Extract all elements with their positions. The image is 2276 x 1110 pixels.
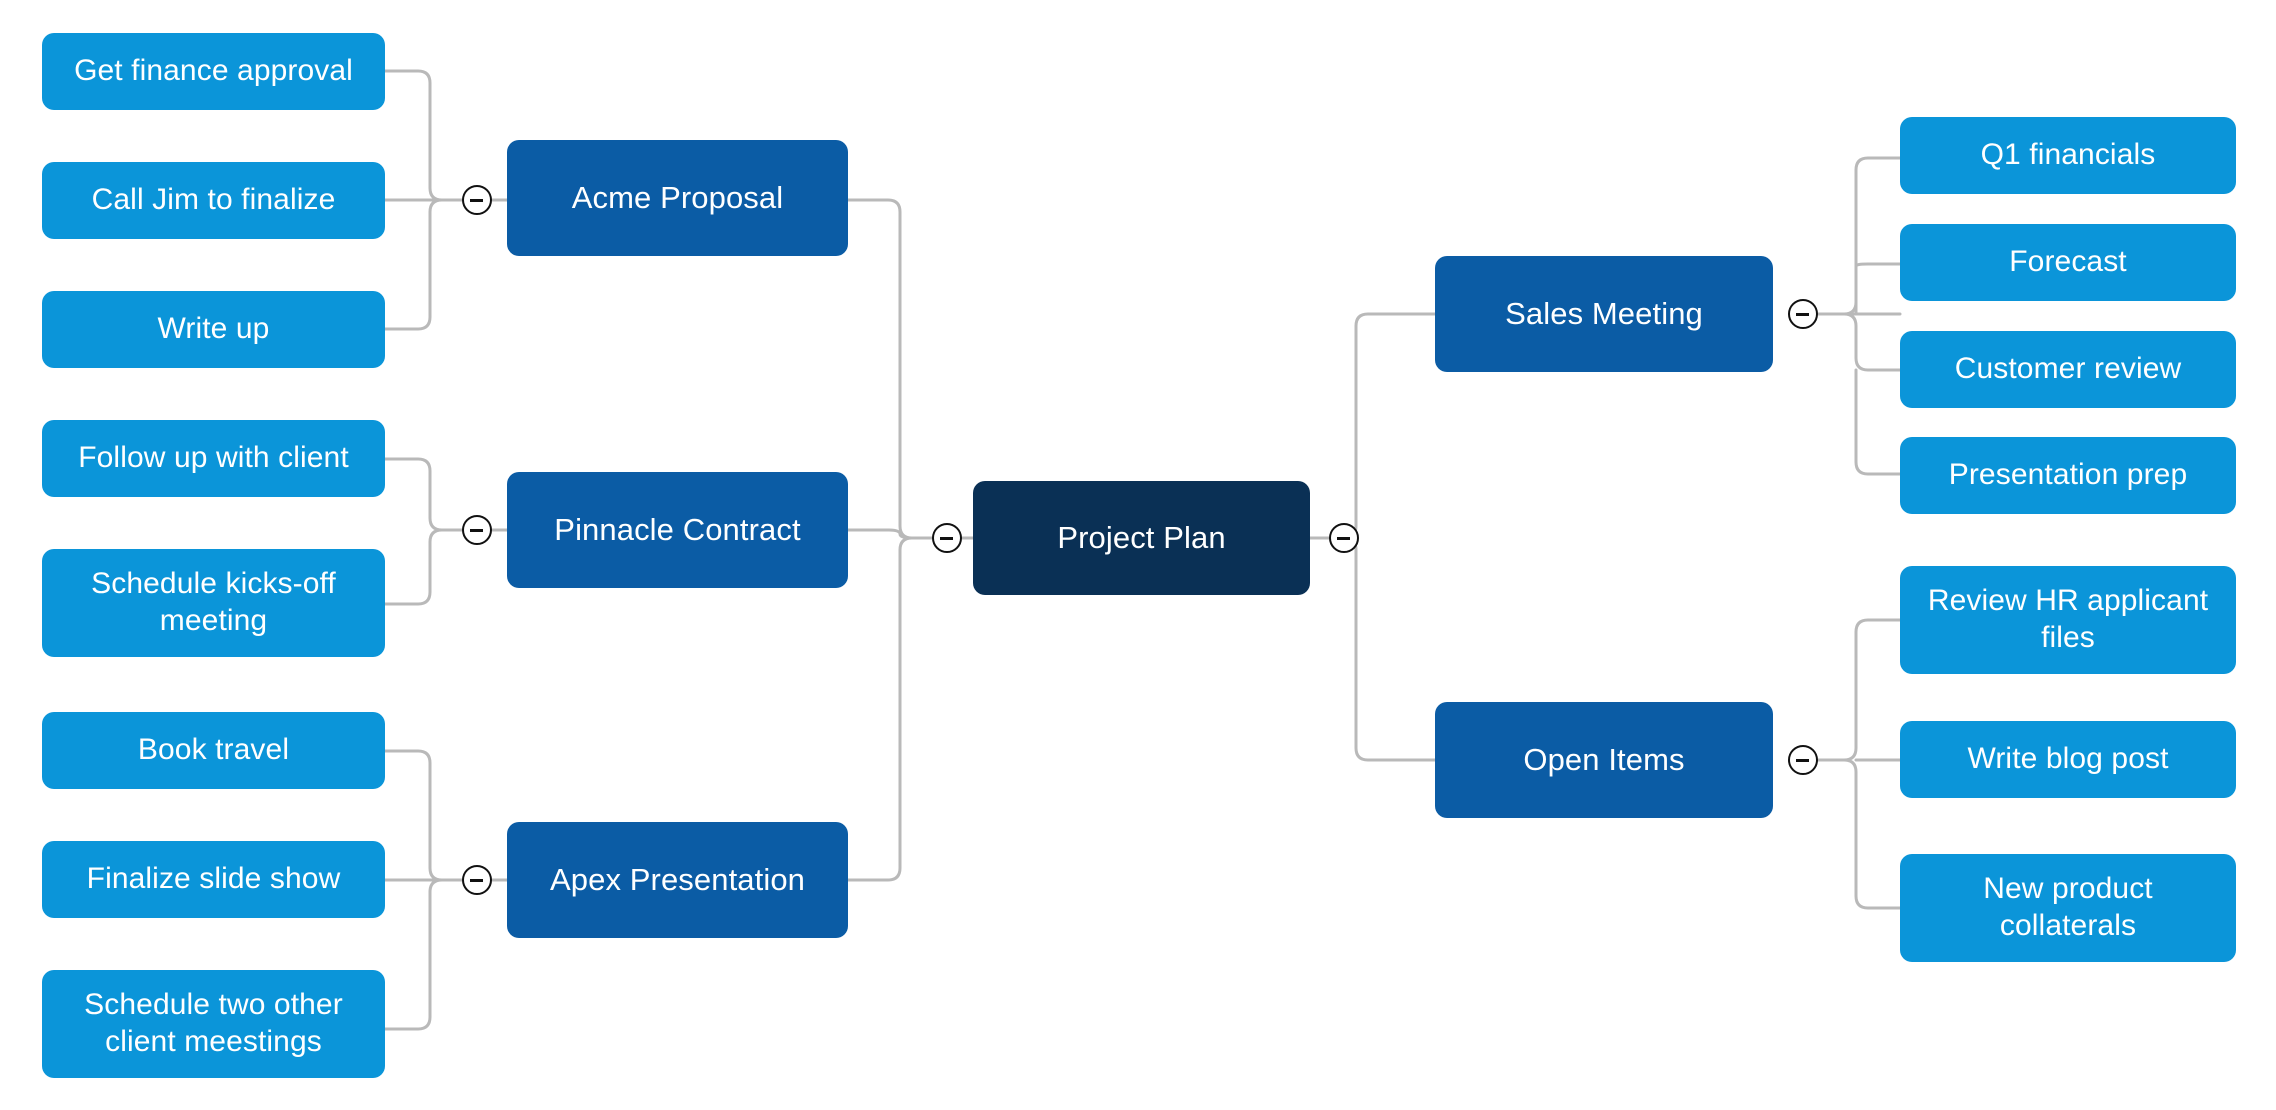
edge-root-apex [846, 536, 934, 882]
leaf-node-book-travel[interactable]: Book travel [42, 712, 385, 789]
root-node-project-plan[interactable]: Project Plan [973, 481, 1310, 595]
collapse-minus-circle-icon-acme[interactable] [462, 185, 492, 215]
edge-open-new-product [1801, 758, 1902, 910]
edge-root-sales-meeting [1308, 312, 1437, 540]
edge-root-acme [846, 198, 934, 540]
leaf-node-follow-up-with-client[interactable]: Follow up with client [42, 420, 385, 497]
branch-node-acme-proposal[interactable]: Acme Proposal [507, 140, 848, 256]
edge-open-hr-files [1801, 618, 1902, 762]
collapse-minus-circle-icon-pinnacle[interactable] [462, 515, 492, 545]
leaf-node-presentation-prep[interactable]: Presentation prep [1900, 437, 2236, 514]
leaf-node-forecast[interactable]: Forecast [1900, 224, 2236, 301]
edge-apex-schedule-meetings [383, 878, 464, 1031]
edge-sales-presentation-prep [1854, 368, 1902, 476]
leaf-node-write-blog-post[interactable]: Write blog post [1900, 721, 2236, 798]
leaf-node-schedule-two-other-client-meestings[interactable]: Schedule two other client meestings [42, 970, 385, 1078]
edge-acme-get-finance [383, 69, 464, 202]
leaf-node-q1-financials[interactable]: Q1 financials [1900, 117, 2236, 194]
edge-root-pinnacle [846, 528, 934, 540]
branch-node-open-items[interactable]: Open Items [1435, 702, 1773, 818]
collapse-minus-circle-icon-apex[interactable] [462, 865, 492, 895]
branch-node-pinnacle-contract[interactable]: Pinnacle Contract [507, 472, 848, 588]
minus-glyph [1337, 537, 1350, 540]
minus-glyph [470, 529, 483, 532]
minus-glyph [1796, 759, 1809, 762]
minus-glyph [470, 199, 483, 202]
leaf-node-new-product-collaterals[interactable]: New product collaterals [1900, 854, 2236, 962]
edge-sales-q1 [1801, 156, 1902, 316]
collapse-minus-circle-icon-root-left[interactable] [932, 523, 962, 553]
collapse-minus-circle-icon-open-items[interactable] [1788, 745, 1818, 775]
edge-apex-book-travel [383, 749, 464, 882]
branch-node-sales-meeting[interactable]: Sales Meeting [1435, 256, 1773, 372]
leaf-node-customer-review[interactable]: Customer review [1900, 331, 2236, 408]
leaf-node-finalize-slide-show[interactable]: Finalize slide show [42, 841, 385, 918]
leaf-node-get-finance-approval[interactable]: Get finance approval [42, 33, 385, 110]
collapse-minus-circle-icon-root-right[interactable] [1329, 523, 1359, 553]
branch-node-apex-presentation[interactable]: Apex Presentation [507, 822, 848, 938]
minus-glyph [940, 537, 953, 540]
leaf-node-schedule-kicks-off-meeting[interactable]: Schedule kicks-off meeting [42, 549, 385, 657]
edge-sales-customer-review [1801, 312, 1902, 372]
edge-acme-write-up [383, 198, 464, 331]
edge-pinnacle-follow-up [383, 457, 464, 532]
leaf-node-call-jim-to-finalize[interactable]: Call Jim to finalize [42, 162, 385, 239]
minus-glyph [1796, 313, 1809, 316]
leaf-node-review-hr-applicant-files[interactable]: Review HR applicant files [1900, 566, 2236, 674]
minus-glyph [470, 879, 483, 882]
collapse-minus-circle-icon-sales-meeting[interactable] [1788, 299, 1818, 329]
edge-sales-forecast [1801, 262, 1902, 316]
edge-root-open-items [1308, 536, 1437, 762]
edge-pinnacle-kickoff [383, 528, 464, 606]
leaf-node-write-up[interactable]: Write up [42, 291, 385, 368]
